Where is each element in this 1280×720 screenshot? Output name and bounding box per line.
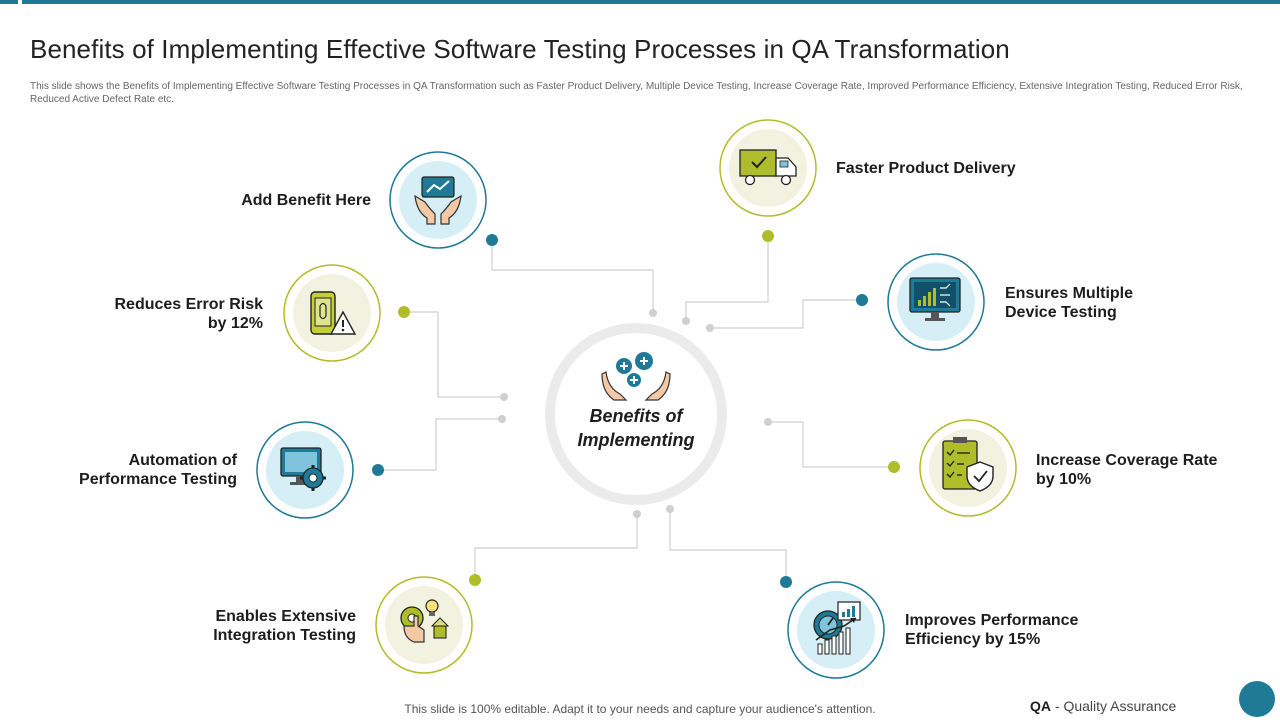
dot-reduces-error-risk (398, 306, 410, 318)
label-performance-efficiency: Improves Performance Efficiency by 15% (905, 612, 1079, 648)
dot-faster-delivery (762, 230, 774, 242)
top-accent-line (22, 0, 1280, 4)
slide-subtitle: This slide shows the Benefits of Impleme… (30, 81, 1243, 105)
connector-lines (378, 236, 894, 582)
qa-separator: - (1051, 698, 1064, 714)
phone-warning-icon (310, 291, 357, 335)
hands-plus-icon (601, 352, 671, 401)
footer-note: This slide is 100% editable. Adapt it to… (404, 702, 876, 716)
qa-legend: QA - Quality Assurance (1030, 698, 1176, 714)
connector-integration-testing (474, 514, 638, 580)
top-accent-segment (0, 0, 18, 4)
dot-coverage-rate (888, 461, 900, 473)
label-coverage-rate: Increase Coverage Rate by 10% (1036, 452, 1218, 488)
node-reduces-error-risk (283, 264, 381, 362)
qa-full: Quality Assurance (1063, 698, 1177, 714)
hand-gear-bulb-icon (400, 599, 450, 643)
connector-automation-performance (378, 418, 502, 471)
label-faster-delivery: Faster Product Delivery (836, 160, 1016, 177)
gauge-chart-icon (813, 601, 861, 655)
checklist-shield-icon (942, 437, 994, 492)
label-multiple-device: Ensures Multiple Device Testing (1005, 285, 1134, 321)
center-label: Benefits of Implementing (577, 406, 695, 450)
connector-faster-delivery (685, 236, 769, 321)
monitor-gear-icon (280, 447, 326, 491)
connector-multiple-device (710, 299, 862, 329)
node-faster-delivery (719, 119, 817, 217)
dot-multiple-device (856, 294, 868, 306)
node-integration-testing (375, 576, 473, 674)
connector-add-benefit (491, 240, 654, 313)
connector-reduces-error-risk (404, 311, 504, 398)
node-multiple-device (887, 253, 985, 351)
dot-automation-performance (372, 464, 384, 476)
top-accent-bar (0, 0, 1280, 4)
node-add-benefit (389, 151, 487, 249)
node-coverage-rate (919, 419, 1017, 517)
dot-integration-testing (469, 574, 481, 586)
node-performance-efficiency (787, 581, 885, 679)
hands-chart-icon (414, 176, 462, 225)
connector-end-dots (498, 309, 772, 518)
dot-performance-efficiency (780, 576, 792, 588)
corner-decoration (1239, 681, 1275, 717)
dot-add-benefit (486, 234, 498, 246)
label-integration-testing: Enables Extensive Integration Testing (213, 608, 356, 644)
label-reduces-error-risk: Reduces Error Risk by 12% (114, 296, 263, 332)
slide-title: Benefits of Implementing Effective Softw… (30, 34, 1010, 64)
qa-abbr: QA (1030, 698, 1051, 714)
center-ring (545, 323, 727, 505)
label-automation-performance: Automation of Performance Testing (79, 452, 237, 488)
delivery-truck-icon (739, 149, 797, 186)
connector-coverage-rate (768, 421, 894, 468)
monitor-chart-icon (909, 277, 961, 321)
node-automation-performance (256, 421, 354, 519)
connector-performance-efficiency (669, 509, 787, 582)
label-add-benefit: Add Benefit Here (241, 192, 371, 209)
